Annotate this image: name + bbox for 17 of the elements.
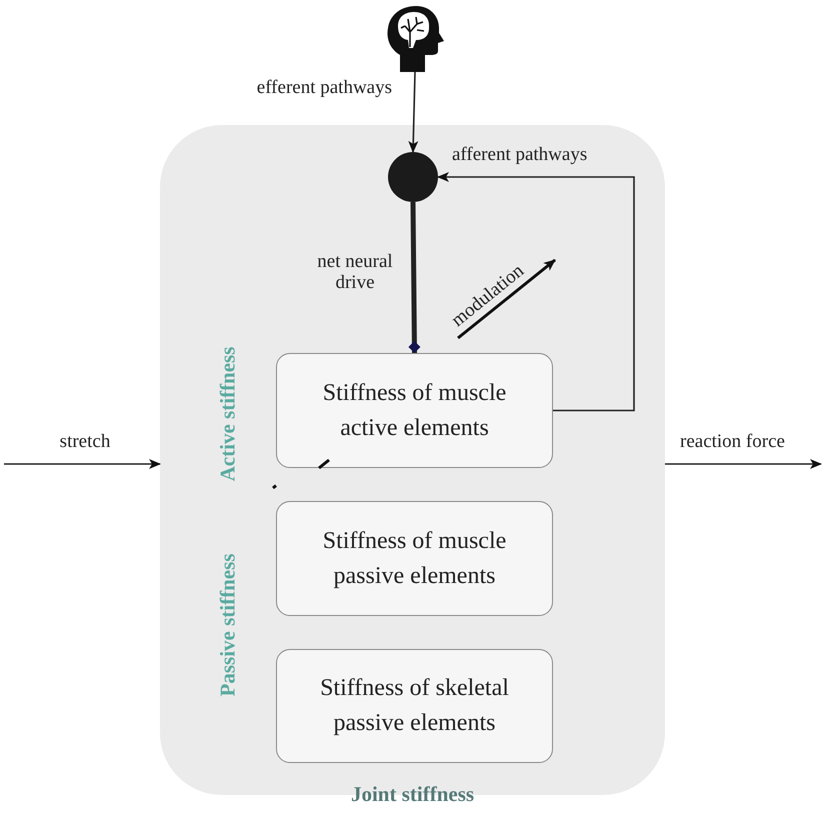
process-box: Stiffness of muscle active elements — [276, 353, 553, 468]
section-label: Active stiffness — [216, 346, 240, 482]
edge-label: afferent pathways — [452, 145, 588, 166]
junction-circle — [388, 152, 438, 202]
process-box: Stiffness of skeletal passive elements — [276, 649, 553, 763]
section-label: Passive stiffness — [216, 554, 240, 696]
edge-label: reaction force — [680, 432, 786, 453]
arrow — [408, 72, 418, 153]
arrow — [4, 459, 161, 469]
edge-label: net neural drive — [316, 252, 394, 294]
head-brain-icon — [386, 4, 444, 72]
edge-label: stretch — [58, 432, 112, 453]
panel-title: Joint stiffness — [350, 782, 476, 807]
arrow — [437, 172, 635, 412]
arrow — [665, 459, 822, 469]
edge-label: efferent pathways — [256, 78, 392, 99]
process-box: Stiffness of muscle passive elements — [276, 501, 553, 616]
